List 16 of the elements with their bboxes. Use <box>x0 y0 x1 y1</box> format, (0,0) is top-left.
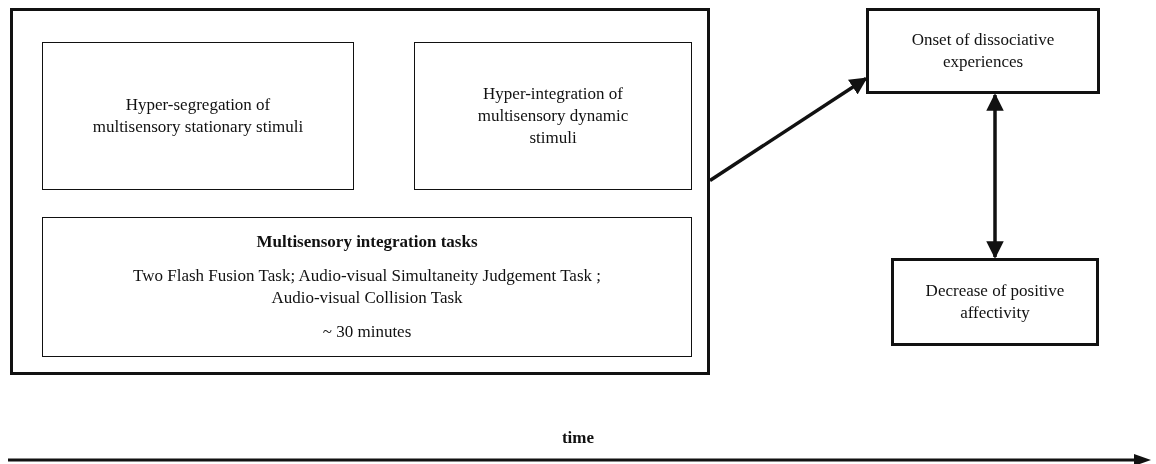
concept-box <box>42 42 354 190</box>
box-text: Hyper-segregation of multisensory stationary stimuli <box>91 93 305 138</box>
box-text: Hyper-integration of multisensory dynamic stimuli <box>476 82 630 150</box>
concept-box <box>866 8 1100 94</box>
arrow <box>986 93 1004 259</box>
box-text: Decrease of positive affectivity <box>924 279 1066 324</box>
duration-text: ~ 30 minutes <box>321 321 413 344</box>
group-box <box>10 8 710 375</box>
task-box <box>42 217 692 357</box>
task-list-text: Two Flash Fusion Task; Audio-visual Simultaneity Judgement Task ; Audio-visual Collision Task <box>132 264 602 309</box>
arrow <box>709 77 868 182</box>
box-heading: Multisensory integration tasks <box>255 230 479 253</box>
box-text: Onset of dissociative experiences <box>910 28 1056 73</box>
axis-label: time <box>560 428 596 448</box>
concept-box <box>891 258 1099 346</box>
concept-box <box>414 42 692 190</box>
